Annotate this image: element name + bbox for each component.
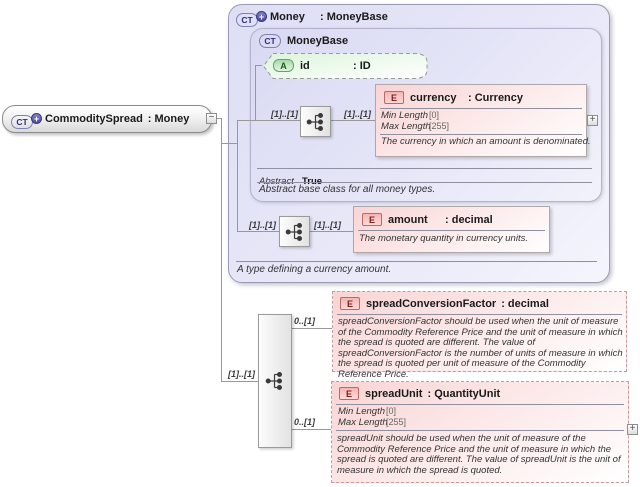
facet-row: Max Length[255] — [338, 417, 407, 428]
element-name: currency — [410, 91, 457, 104]
ct-badge-icon: CT — [11, 115, 33, 129]
sequence-connector[interactable] — [258, 314, 292, 448]
element-badge-icon: E — [362, 213, 382, 226]
type-name: Money — [270, 11, 305, 23]
cardinality-label: [1]..[1] — [228, 369, 255, 379]
type-name: MoneyBase — [287, 35, 349, 47]
element-name: CommoditySpread — [45, 113, 143, 125]
sequence-connector[interactable] — [279, 216, 310, 247]
annotation: Abstract base class for all money types. — [259, 184, 436, 195]
attribute-shape — [262, 53, 428, 79]
node-spreadconversionfactor[interactable]: E spreadConversionFactor : decimal spread… — [332, 291, 627, 379]
type-base: : MoneyBase — [320, 11, 388, 23]
sequence-icon — [306, 112, 323, 131]
facet-row: Max Length[255] — [381, 121, 450, 132]
node-spreadunit[interactable]: E spreadUnit : QuantityUnit Min Length[0]… — [331, 381, 629, 483]
cardinality-label: [1]..[1] — [271, 109, 298, 119]
element-name: spreadUnit — [365, 387, 423, 400]
attribute-name: id — [300, 59, 310, 72]
element-type: : Currency — [468, 91, 524, 104]
annotation: spreadUnit should be used when the unit … — [337, 433, 621, 476]
element-type: : decimal — [501, 297, 549, 310]
ct-badge-icon: CT — [259, 34, 281, 48]
ct-badge-icon: CT — [236, 13, 258, 27]
cardinality-label: 0..[1] — [294, 316, 316, 326]
annotation: The currency in which an amount is denom… — [381, 136, 591, 147]
plus-circle-icon: + — [31, 113, 42, 124]
expand-icon[interactable]: + — [587, 115, 598, 126]
complex-type-badge: CT + — [11, 112, 42, 129]
element-badge-icon: E — [339, 387, 359, 400]
element-badge-icon: E — [384, 91, 404, 104]
cardinality-label: [1]..[1] — [249, 220, 276, 230]
cardinality-label: 0..[1] — [294, 417, 316, 427]
complex-type-badge: CT + — [236, 10, 267, 27]
node-amount[interactable]: E amount : decimal The monetary quantity … — [353, 206, 550, 253]
facet-row: Min Length[0] — [338, 406, 397, 417]
element-name: spreadConversionFactor — [366, 297, 497, 310]
annotation: The monetary quantity in currency units. — [359, 233, 528, 244]
collapse-icon[interactable]: − — [206, 113, 217, 124]
element-type: : Money — [147, 113, 190, 125]
attribute-type: : ID — [353, 59, 371, 72]
node-currency[interactable]: E currency : Currency Min Length[0] Max L… — [375, 84, 591, 157]
node-attribute-id[interactable]: A id : ID — [262, 52, 430, 80]
plus-circle-icon: + — [256, 11, 267, 22]
cardinality-label: [1]..[1] — [344, 109, 371, 119]
attribute-badge-icon: A — [273, 59, 294, 72]
element-type: : QuantityUnit — [427, 387, 501, 400]
element-badge-icon: E — [340, 297, 360, 310]
facet-row: Min Length[0] — [381, 110, 440, 121]
annotation: spreadConversionFactor should be used wh… — [338, 316, 623, 380]
sequence-icon — [285, 222, 302, 241]
annotation: A type defining a currency amount. — [237, 264, 392, 275]
cardinality-label: [1]..[1] — [314, 220, 341, 230]
sequence-connector[interactable] — [300, 106, 331, 137]
sequence-icon — [265, 372, 283, 391]
element-name: amount — [388, 213, 428, 226]
expand-icon[interactable]: + — [627, 424, 638, 435]
node-commodityspread[interactable]: CT + CommoditySpread : Money — [2, 105, 212, 133]
element-type: : decimal — [445, 213, 493, 226]
